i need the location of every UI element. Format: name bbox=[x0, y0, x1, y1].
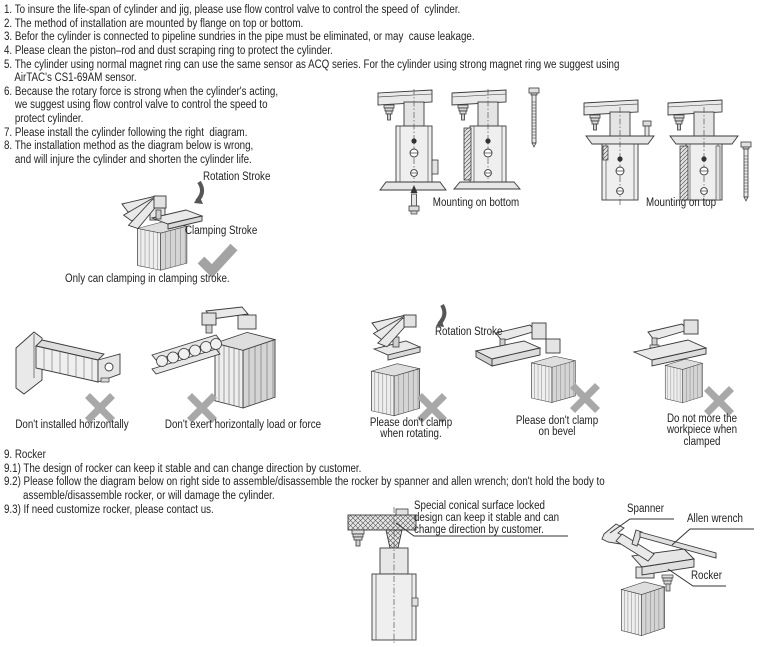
instruction-line: we suggest using flow control valve to c… bbox=[4, 99, 268, 112]
instruction-line: 4. Please clean the piston–rod and dust … bbox=[4, 44, 333, 57]
spanner-label: Spanner bbox=[627, 503, 664, 515]
conveyor-rollers bbox=[156, 338, 222, 367]
conical-note-leader-line bbox=[395, 522, 568, 537]
wrong-clamp-on-bevel-figure bbox=[474, 322, 600, 413]
wrong-clamp-while-rotating-figure bbox=[370, 303, 447, 423]
rocker-assembly-figure bbox=[601, 523, 717, 636]
wrong-caption-2: Don't exert horizontally load or force bbox=[164, 419, 322, 431]
wrong-caption-4: Please don't clamp on bevel bbox=[515, 415, 599, 439]
mounting-bottom-caption: Mounting on bottom bbox=[432, 197, 520, 209]
instruction-line: and will injure the cylinder and shorten… bbox=[4, 154, 252, 167]
instruction-line: 3. Befor the cylinder is connected to pi… bbox=[4, 31, 475, 44]
cylinder-body bbox=[137, 221, 188, 271]
instruction-line: AirTAC's CS1-69AM sensor. bbox=[4, 72, 137, 85]
instruction-list: 1. To insure the life-span of cylinder a… bbox=[4, 4, 728, 168]
allen-wrench-leader-line bbox=[671, 528, 754, 546]
x-icon bbox=[704, 386, 734, 416]
rotation-stroke-label-2: Rotation Stroke bbox=[435, 326, 503, 338]
clamp-cylinder-demo-figure bbox=[120, 180, 250, 303]
mounting-bolt bbox=[740, 141, 752, 202]
instruction-line: protect cylinder. bbox=[4, 113, 84, 126]
wrong-caption-3: Please don't clamp when rotating. bbox=[369, 417, 453, 441]
instruction-line: 7. Please install the cylinder following… bbox=[4, 126, 248, 139]
instruction-line: 1. To insure the life-span of cylinder a… bbox=[4, 4, 461, 16]
rocker-note-line: 9.3) If need customize rocker, please co… bbox=[4, 503, 214, 516]
wrong-move-workpiece-figure bbox=[632, 319, 734, 416]
instruction-line: 8. The installation method as the diagra… bbox=[4, 140, 254, 153]
mounting-bottom-figure-1 bbox=[377, 88, 447, 215]
conical-note: Special conical surface locked design ca… bbox=[414, 500, 560, 536]
rotation-arrow-icon bbox=[194, 180, 204, 204]
conical-rocker-figure bbox=[347, 507, 419, 643]
mounting-top-figure-1 bbox=[583, 99, 655, 207]
allen-wrench-label: Allen wrench bbox=[687, 513, 743, 525]
rocker-note-line: 9. Rocker bbox=[4, 449, 46, 461]
instruction-line: 6. Because the rotary force is strong wh… bbox=[4, 85, 279, 98]
check-icon bbox=[201, 247, 234, 271]
wrong-caption-5: Do not more the workpiece when clamped bbox=[666, 413, 738, 448]
wrong-caption-1: Don't installed horizontally bbox=[15, 419, 129, 431]
rotation-stroke-label: Rotation Stroke bbox=[203, 171, 271, 183]
rocker-label: Rocker bbox=[691, 570, 722, 582]
rocker-leader-line bbox=[667, 568, 726, 587]
mounting-top-caption: Mounting on top bbox=[645, 197, 717, 209]
mounting-bolt bbox=[528, 87, 540, 148]
mounting-top-figure-2 bbox=[667, 99, 752, 207]
rocker-note-line: assemble/disassemble rocker, or will dam… bbox=[4, 489, 275, 502]
wrong-horizontal-install-figure bbox=[15, 331, 121, 423]
clamping-stroke-label: Clamping Stroke bbox=[185, 225, 258, 237]
rocker-note-line: 9.1) The design of rocker can keep it st… bbox=[4, 462, 362, 475]
wrong-horizontal-load-figure bbox=[151, 306, 276, 423]
rotation-arrow-icon bbox=[436, 303, 447, 327]
instruction-line: 5. The cylinder using normal magnet ring… bbox=[4, 58, 620, 71]
rocker-note-line: 9.2) Please follow the diagram below on … bbox=[4, 476, 605, 489]
x-icon bbox=[570, 383, 600, 413]
allen-wrench-icon bbox=[631, 529, 717, 559]
instruction-line: 2. The method of installation are mounte… bbox=[4, 17, 304, 30]
rocker-bolt bbox=[661, 574, 674, 592]
spanner-leader-line bbox=[609, 518, 674, 534]
mounting-bottom-figure-2 bbox=[451, 87, 540, 190]
demo-caption: Only can clamping in clamping stroke. bbox=[65, 273, 230, 285]
spanner-icon bbox=[601, 523, 655, 562]
